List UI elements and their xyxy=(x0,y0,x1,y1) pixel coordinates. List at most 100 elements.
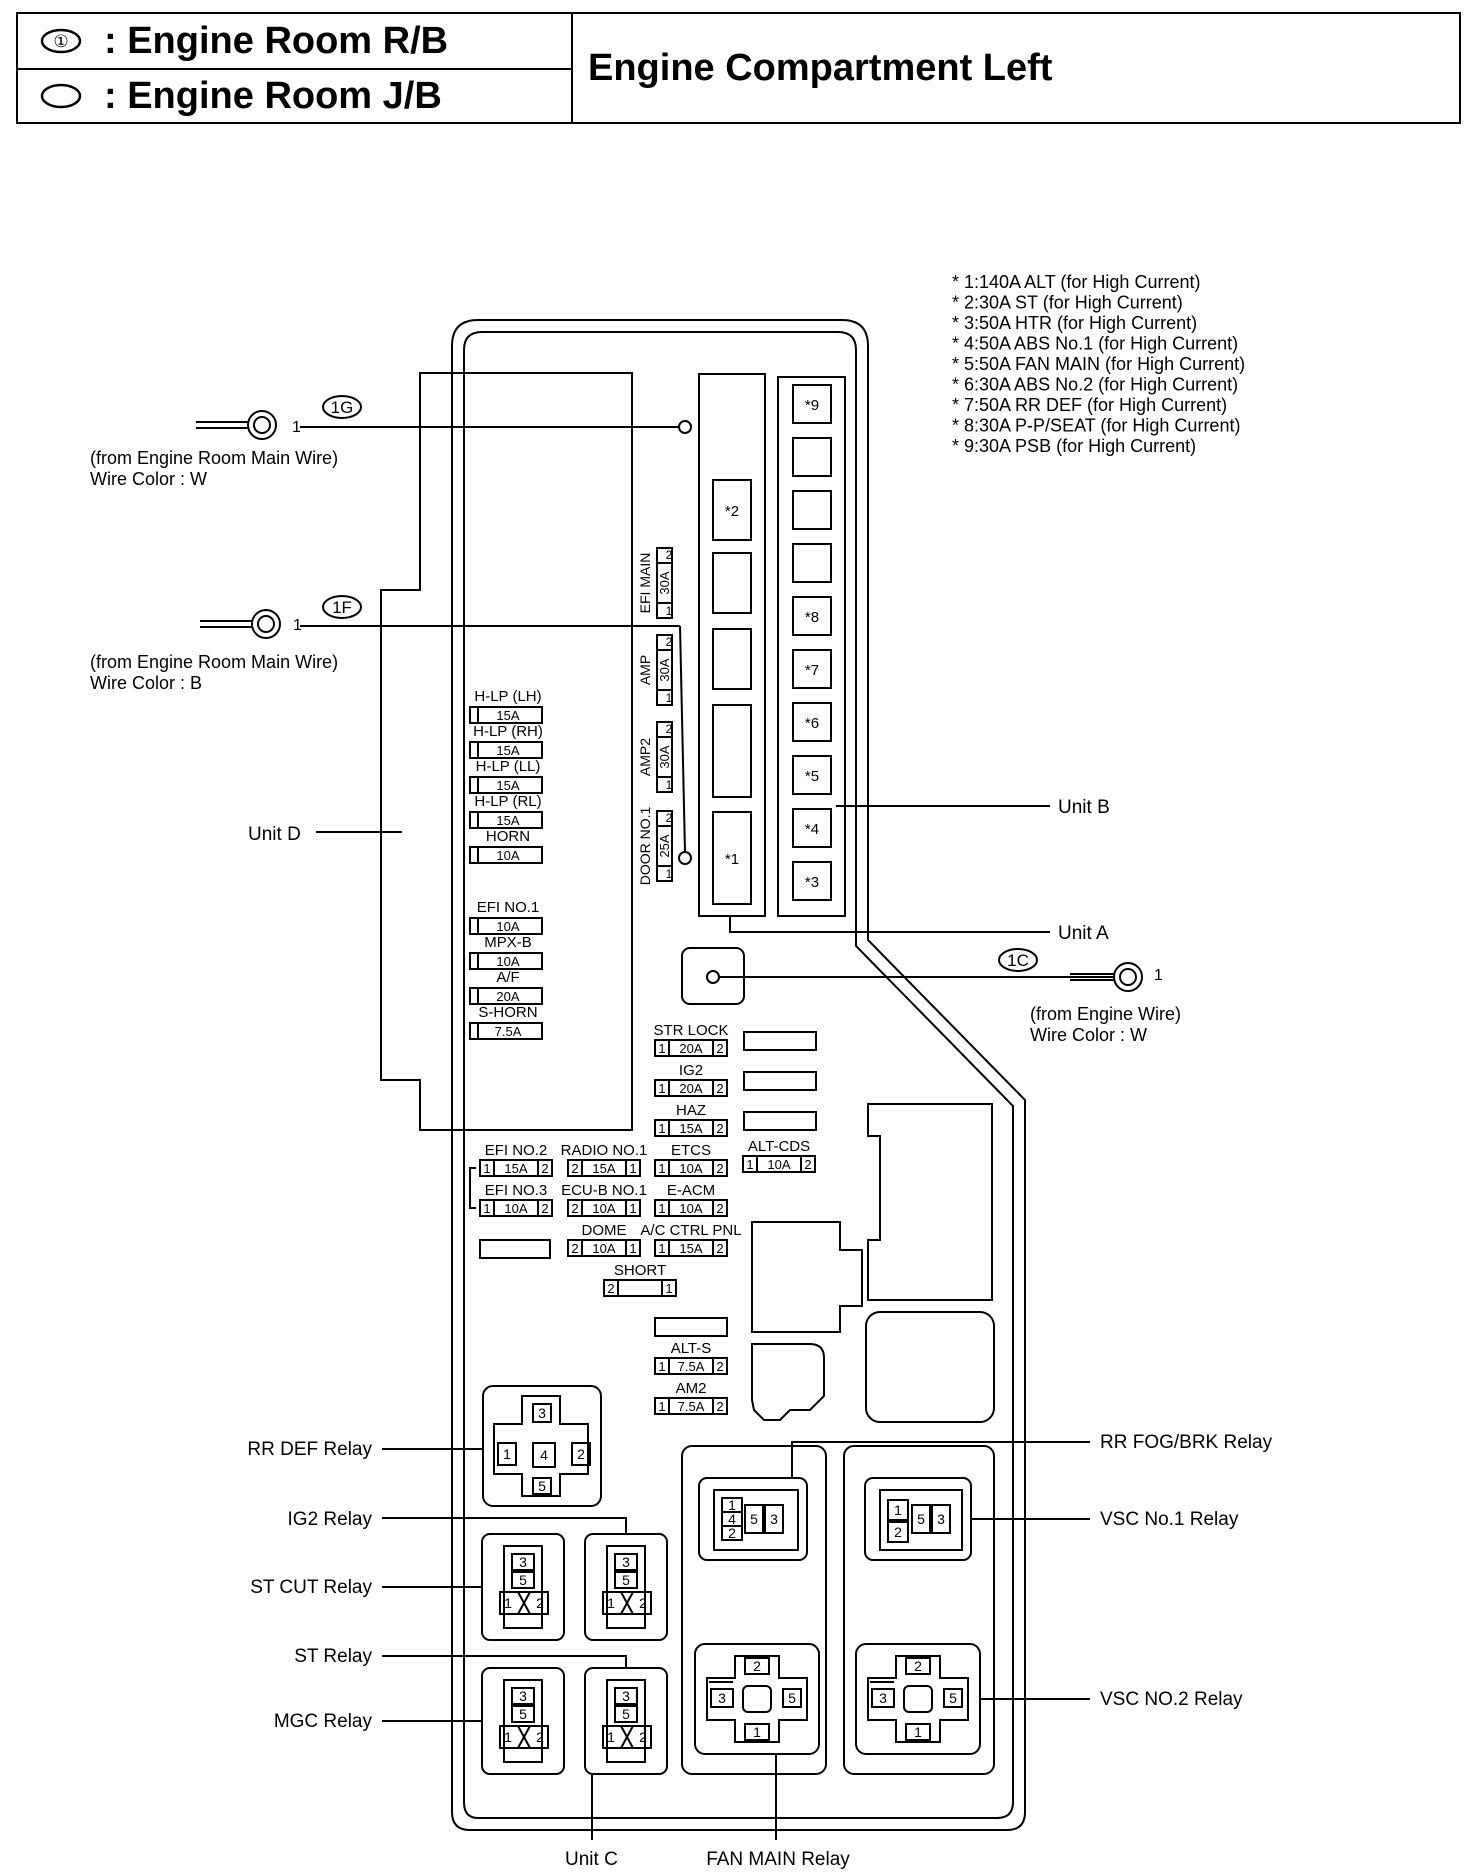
unit-b-slot-label: *4 xyxy=(805,821,819,838)
small-fuse-pin: 2 xyxy=(571,1161,578,1176)
relay-mgc-cross xyxy=(517,1725,531,1749)
empty-fuse-5 xyxy=(654,1317,728,1337)
small-fuse-amp: 10A xyxy=(592,1241,615,1256)
small-fuse-pin: 1 xyxy=(629,1241,636,1256)
small-fuse-pin: 1 xyxy=(658,1359,665,1374)
connector-g-tag-icon xyxy=(322,395,362,419)
unit-a-leader xyxy=(729,916,1050,933)
relay-ig2-leader xyxy=(382,1517,627,1534)
vertical-fuse-amp: 30A xyxy=(657,745,672,768)
note-line-9: * 9:30A PSB (for High Current) xyxy=(952,436,1196,456)
small-fuse-pin: 2 xyxy=(716,1201,723,1216)
relay-st-pin xyxy=(614,1705,638,1723)
block-square xyxy=(865,1311,995,1423)
relay-ig2-pin: 1 xyxy=(607,1595,615,1611)
connector-1f-source: (from Engine Room Main Wire) xyxy=(90,652,338,672)
connector-1g-color: Wire Color : W xyxy=(90,469,207,489)
relay-rr-fog-brk-pin-label: 2 xyxy=(728,1525,736,1541)
small-fuse xyxy=(567,1199,641,1217)
relay-rr-fog-brk-housing xyxy=(698,1477,808,1561)
relay-fan-main-pin xyxy=(744,1657,770,1675)
small-fuse-pin: 2 xyxy=(716,1359,723,1374)
connector-g-terminal-inner-icon xyxy=(253,416,271,434)
unit-a-slot xyxy=(712,552,752,614)
small-fuse xyxy=(654,1397,728,1415)
box-inner-outline xyxy=(463,331,1014,1819)
unit-b-slot xyxy=(792,490,832,530)
relay-vsc2-pin-label: 5 xyxy=(949,1690,957,1706)
small-fuse-name: HAZ xyxy=(676,1102,706,1119)
vertical-fuse-amp: 30A xyxy=(657,658,672,681)
relay-fan-main-housing xyxy=(694,1643,820,1755)
note-line-8: * 8:30A P-P/SEAT (for High Current) xyxy=(952,416,1240,436)
small-fuse-amp: 7.5A xyxy=(678,1399,705,1414)
unit-d-fuse xyxy=(469,1022,543,1040)
vertical-fuse-amp: 30A xyxy=(657,571,672,594)
relay-mgc-pin xyxy=(511,1687,535,1705)
connector-f-tag-icon xyxy=(322,595,362,619)
small-fuse-pin: 2 xyxy=(541,1161,548,1176)
unit-d-fuse-name: H-LP (RL) xyxy=(474,793,541,810)
relay-vsc1-pin xyxy=(911,1504,931,1534)
small-fuse-name: DOME xyxy=(582,1222,627,1239)
vertical-fuse xyxy=(656,547,673,619)
box-outer-outline xyxy=(451,319,1026,1831)
relay-st-pin xyxy=(614,1687,638,1705)
unit-d-fuse xyxy=(469,706,543,724)
unit-d-fuse xyxy=(469,741,543,759)
small-fuse-pin: 1 xyxy=(629,1161,636,1176)
connector-g-tag: 1G xyxy=(331,398,354,417)
small-fuse xyxy=(654,1119,728,1137)
unit-b-slot-label: *6 xyxy=(805,715,819,732)
connector-1f-color: Wire Color : B xyxy=(90,673,202,693)
small-fuse xyxy=(567,1159,641,1177)
unit-b-slot-label: *5 xyxy=(805,768,819,785)
small-fuse-name: A/C CTRL PNL xyxy=(640,1222,741,1239)
legend-jb-label: : Engine Room J/B xyxy=(104,74,442,117)
note-line-3: * 3:50A HTR (for High Current) xyxy=(952,313,1197,333)
unit-b-slot xyxy=(792,649,832,689)
small-fuse-pin: 2 xyxy=(607,1281,614,1296)
unit-b-label: Unit B xyxy=(1058,797,1110,818)
connector-1c-pin: 1 xyxy=(1154,967,1163,984)
relay-st-cut-body xyxy=(503,1545,543,1629)
relay-st-coil xyxy=(602,1725,652,1749)
small-fuse-pin: 1 xyxy=(658,1041,665,1056)
relay-rr-def-pin-label: 3 xyxy=(538,1405,546,1421)
small-fuse-pin: 2 xyxy=(716,1121,723,1136)
relay-vsc1-pin xyxy=(931,1504,951,1534)
vertical-fuse xyxy=(656,810,673,882)
relay-vsc1-body xyxy=(879,1489,963,1551)
small-fuse-name: E-ACM xyxy=(667,1182,715,1199)
unit-b-tray xyxy=(777,376,846,917)
empty-fuse-3 xyxy=(743,1111,817,1131)
small-fuse-name: ECU-B NO.1 xyxy=(561,1182,647,1199)
relay-ig2-pin xyxy=(614,1571,638,1589)
legend-rb-label: : Engine Room R/B xyxy=(104,19,449,62)
legend-row-rb: ① : Engine Room R/B xyxy=(18,14,571,70)
relay-mgc-pin xyxy=(511,1705,535,1723)
unit-d-fuse xyxy=(469,987,543,1005)
note-line-7: * 7:50A RR DEF (for High Current) xyxy=(952,395,1227,415)
relay-fan-main-body xyxy=(706,1655,808,1743)
unit-d-fuse xyxy=(469,917,543,935)
relay-vsc1-pin xyxy=(887,1499,909,1521)
relay-rr-fog-brk-body xyxy=(713,1489,799,1551)
unit-d-fuse-name: H-LP (RH) xyxy=(473,723,543,740)
relay-st-cut-coil xyxy=(499,1591,549,1615)
unit-c-label: Unit C xyxy=(565,1849,618,1870)
relay-st-cut-pin xyxy=(511,1571,535,1589)
unit-d-fuse-name: H-LP (LL) xyxy=(476,758,541,775)
rb-symbol-icon: ① xyxy=(18,28,104,54)
unit-d-fuse xyxy=(469,811,543,829)
unit-b-slot xyxy=(792,543,832,583)
vertical-fuse-pin: 2 xyxy=(666,722,673,736)
small-fuse xyxy=(654,1357,728,1375)
relay-rr-def-pin-label: 2 xyxy=(577,1446,585,1462)
relay-st-leader xyxy=(382,1655,627,1668)
small-fuse xyxy=(603,1279,677,1297)
relay-st-cut-cross xyxy=(517,1591,531,1615)
relay-fan-main-pin xyxy=(744,1723,770,1741)
small-fuse-name: RADIO NO.1 xyxy=(561,1142,648,1159)
